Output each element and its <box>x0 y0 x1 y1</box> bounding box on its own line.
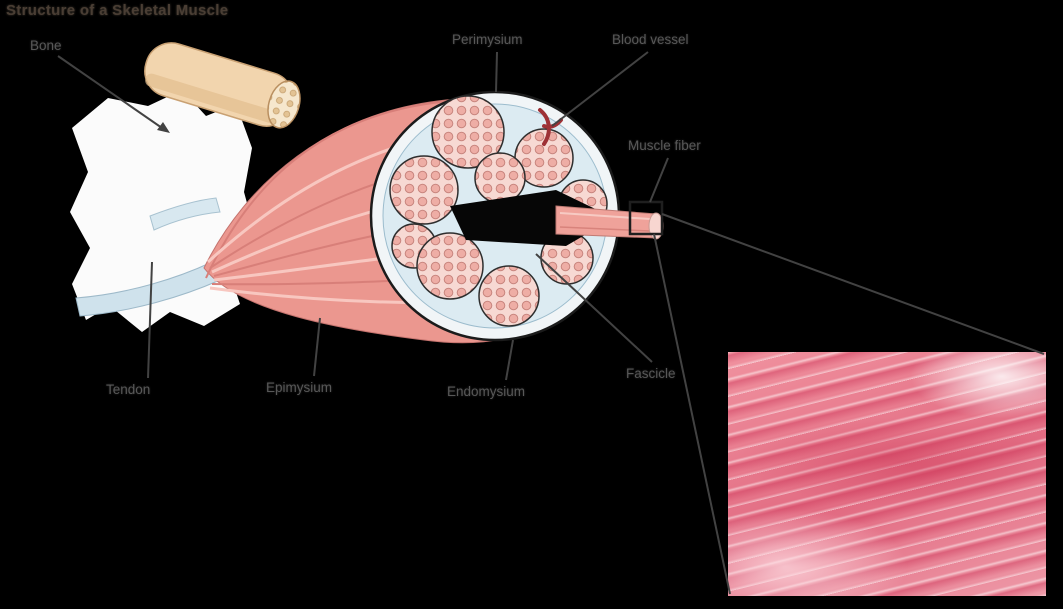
diagram-title: Structure of a Skeletal Muscle <box>6 2 229 19</box>
label-tendon: Tendon <box>106 382 151 397</box>
muscle-fiber-leader <box>649 157 669 203</box>
label-fascicle: Fascicle <box>626 366 676 381</box>
bone-leader <box>57 55 163 129</box>
bone-graphic <box>144 42 301 129</box>
inset-wedge-bottom <box>653 233 731 595</box>
label-blood-vessel: Blood vessel <box>612 32 689 47</box>
label-endomysium: Endomysium <box>447 384 526 399</box>
blood-vessel-leader <box>551 51 649 127</box>
tendon-leader <box>147 261 153 379</box>
leader-lines <box>57 51 1045 595</box>
perimysium-leader <box>495 51 498 93</box>
bone-arrowhead <box>157 122 170 133</box>
endomysium-leader <box>505 339 514 381</box>
fascicles <box>389 95 608 327</box>
epimysium-leader <box>313 317 321 377</box>
label-muscle-fiber: Muscle fiber <box>628 138 701 153</box>
label-epimysium: Epimysium <box>266 380 333 395</box>
tendon-ribbon-upper <box>149 197 221 231</box>
inset-wedge-top <box>661 213 1045 355</box>
fiber-marker-box <box>628 200 664 236</box>
spongy-bone-end <box>267 80 301 129</box>
label-bone: Bone <box>30 38 62 53</box>
muscle-fiber-micrograph <box>728 352 1046 596</box>
label-perimysium: Perimysium <box>452 32 523 47</box>
fascicle-leader <box>535 253 653 363</box>
